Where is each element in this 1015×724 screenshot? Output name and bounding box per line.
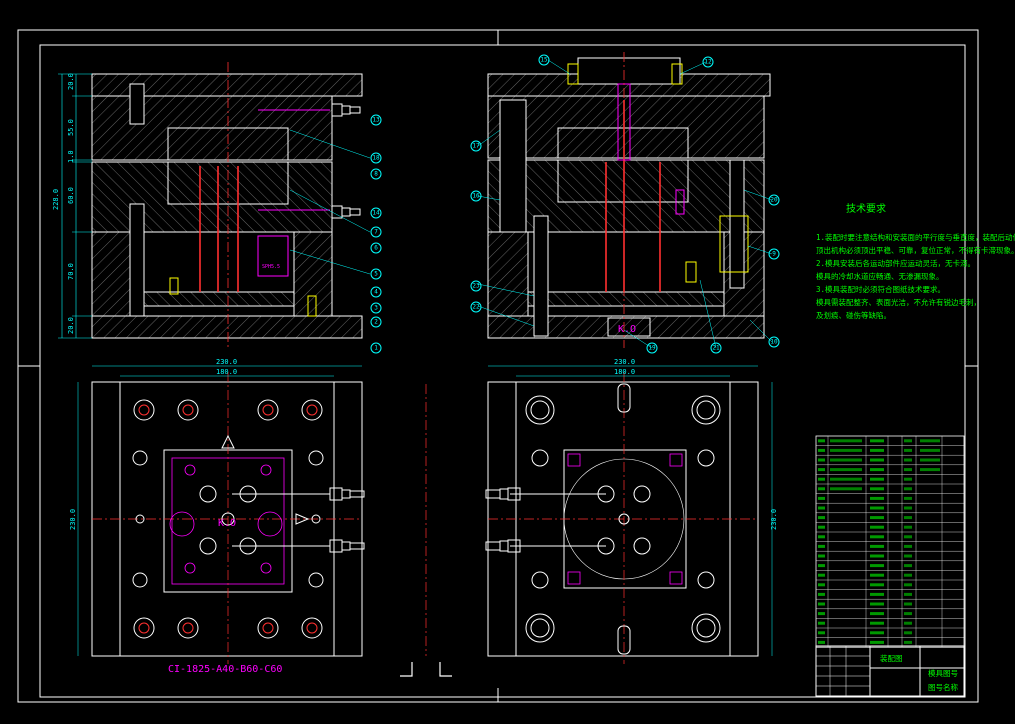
tech-note-4: 3.模具装配时必须符合图纸技术要求。	[816, 284, 945, 294]
balloon-left-10: 1	[374, 345, 378, 352]
balloon-right-10: 10	[770, 339, 778, 346]
balloon-right-1: 12	[704, 59, 712, 66]
left-plan-view: K.O 230.0 180.0 230.0 CI-1825-A40-B60-C6…	[69, 358, 365, 675]
dim-stack-0: 20.0	[67, 73, 75, 90]
svg-text:SPH5.5: SPH5.5	[262, 264, 280, 270]
balloon-left-6: 5	[374, 271, 378, 278]
tech-requirements: 技术要求 1.装配时要注意结构和安装面的平行度与垂直度，装配后动作应灵活。 顶出…	[816, 202, 1015, 320]
tech-note-0: 1.装配时要注意结构和安装面的平行度与垂直度，装配后动作应灵活。	[816, 232, 1015, 242]
dim-plan-width-right: 230.0	[614, 358, 635, 366]
dim-stack-5: 20.0	[67, 317, 75, 334]
dim-stack-1: 55.0	[67, 119, 75, 136]
balloon-right-0: 15	[540, 57, 548, 64]
right-plan-view: 230.0 180.0 230.0	[485, 358, 778, 664]
tech-note-3: 模具的冷却水道应畅通、无渗漏现象。	[816, 271, 944, 281]
dim-stack-3: 60.0	[67, 187, 75, 204]
balloon-right-4: 23	[472, 283, 480, 290]
tech-note-6: 及划痕、碰伤等缺陷。	[816, 310, 891, 320]
dim-plan-width-left: 230.0	[216, 358, 237, 366]
title-block-2: 图号名称	[928, 682, 958, 692]
parts-list-table	[815, 435, 965, 648]
ko-label-plan: K.O	[218, 518, 236, 529]
balloon-left-4: 7	[374, 229, 378, 236]
balloon-right-7: 21	[712, 345, 720, 352]
balloon-left-0: 13	[372, 117, 380, 124]
right-balloons: 15 12 17 16 23 22 19 21 20 9 10	[470, 54, 780, 354]
balloon-right-8: 20	[770, 197, 778, 204]
ko-label-section: K.O	[618, 324, 636, 335]
title-block: 装配图 模具图号 图号名称	[815, 645, 965, 697]
sheet-border	[17, 29, 979, 703]
balloon-left-1: 18	[372, 155, 380, 162]
balloon-left-8: 3	[374, 305, 378, 312]
balloon-left-9: 2	[374, 319, 378, 326]
dim-plan-inner-left: 180.0	[216, 368, 237, 376]
part-number: CI-1825-A40-B60-C60	[168, 664, 282, 675]
balloon-right-5: 22	[472, 304, 480, 311]
balloon-right-2: 17	[472, 143, 480, 150]
dim-plan-height-left: 230.0	[69, 509, 77, 530]
balloon-right-3: 16	[472, 193, 480, 200]
dim-stack-4: 70.0	[67, 263, 75, 280]
dim-plan-inner-right: 180.0	[614, 368, 635, 376]
balloon-left-7: 4	[374, 289, 378, 296]
dim-stack-total: 228.0	[52, 189, 60, 210]
balloon-left-2: 8	[374, 171, 378, 178]
balloon-right-6: 19	[648, 345, 656, 352]
dim-stack-2: 1.0	[67, 150, 75, 163]
tech-title: 技术要求	[846, 202, 886, 215]
title-block-1: 模具图号	[928, 668, 958, 678]
right-section-view: K.O	[487, 52, 771, 348]
balloon-left-5: 6	[374, 245, 378, 252]
tech-note-5: 模具需装配整齐、表面光洁，不允许有锐边毛刺，	[816, 297, 981, 307]
left-balloons: 13 18 8 14 7 6 5 4 3 2 1	[289, 114, 382, 354]
tech-note-1: 顶出机构必须顶出平稳、可靠，复位正常，不得有卡滞现象。	[816, 245, 1015, 255]
tech-note-2: 2.模具安装后各运动部件应运动灵活，无卡滞。	[816, 258, 975, 268]
section-marks	[400, 384, 452, 677]
dim-plan-height-right: 230.0	[770, 509, 778, 530]
left-section-view: SPH5.5 228.0 20.0 55.0 1.0 60.0 70.0 20.…	[52, 62, 363, 348]
balloon-left-3: 14	[372, 210, 380, 217]
title-block-0: 装配图	[880, 653, 903, 663]
balloon-right-9: 9	[772, 251, 776, 258]
